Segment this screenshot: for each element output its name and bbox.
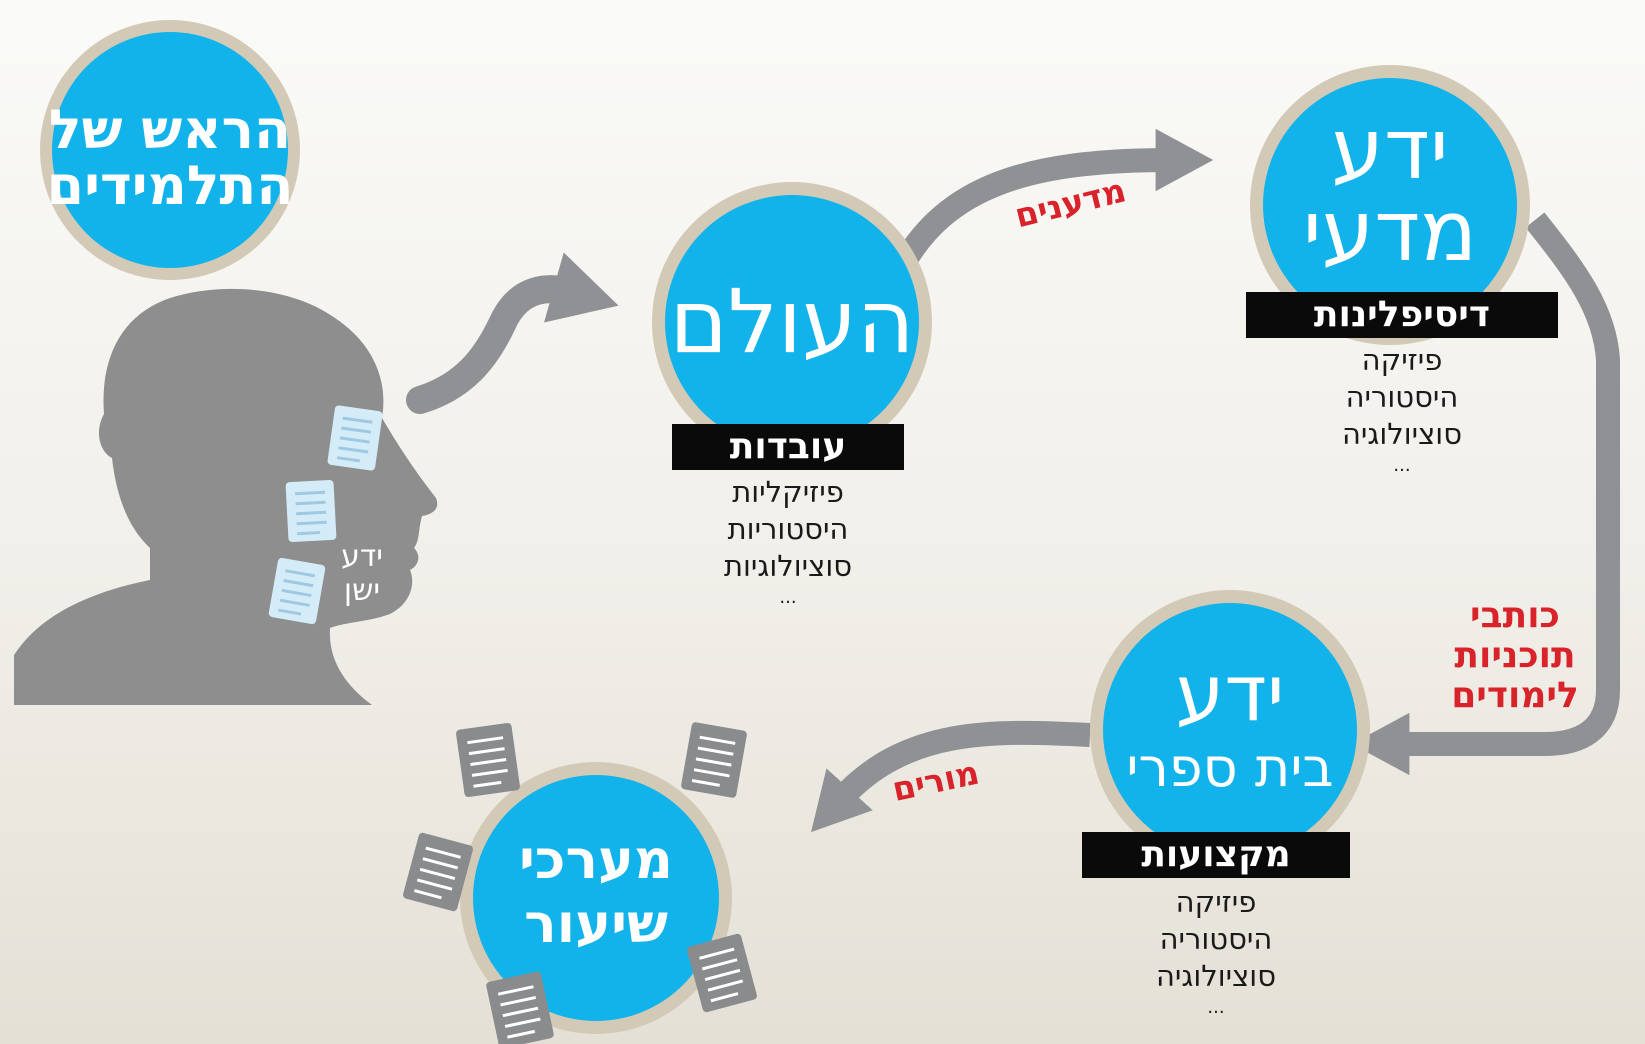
scientific-header: דיסיפלינות <box>1246 292 1558 338</box>
school-item: סוציולוגיה <box>1155 959 1277 993</box>
scientific-item: פיזיקה <box>1361 343 1443 377</box>
scientific-item: ... <box>1393 455 1411 476</box>
school-item: היסטוריה <box>1159 922 1273 956</box>
curriculum-writers-line: תוכניות <box>1454 635 1576 676</box>
note-icon <box>268 557 326 625</box>
school-line2: בית ספרי <box>1126 736 1333 799</box>
head-silhouette-icon <box>14 288 438 705</box>
lesson-line2: שיעור <box>524 892 668 955</box>
arrow-icon <box>406 252 619 414</box>
world-item: סוציולוגיות <box>723 549 853 583</box>
curriculum-writers-line: לימודים <box>1451 675 1579 716</box>
document-icon <box>403 832 473 912</box>
arrow-icon <box>811 720 1091 833</box>
world-item: ... <box>779 587 797 608</box>
world-item: פיזיקליות <box>732 475 844 509</box>
note-icon <box>285 479 337 543</box>
students-head-line1: הראש של <box>49 98 291 161</box>
world-circle: העולם <box>652 182 932 462</box>
scientific-line2: מדעי <box>1303 182 1477 280</box>
students-head-circle: הראש של התלמידים <box>40 20 300 280</box>
school-line1: ידע <box>1176 649 1285 739</box>
students-head-line2: התלמידים <box>47 154 294 217</box>
old-knowledge-line1: ידע <box>341 539 383 574</box>
document-icon <box>681 722 747 798</box>
scientific-knowledge-circle: ידע מדעי <box>1250 65 1530 345</box>
world-item: היסטוריות <box>727 512 849 546</box>
school-item: ... <box>1207 997 1225 1018</box>
document-icon <box>486 971 554 1044</box>
arrow-icon <box>1351 212 1620 776</box>
scientific-item: היסטוריה <box>1345 380 1459 414</box>
curriculum-writers-label: כותבי תוכניות לימודים <box>1420 596 1610 716</box>
school-item: פיזיקה <box>1175 885 1257 919</box>
scientific-item: סוציולוגיה <box>1341 417 1463 451</box>
world-header: עובדות <box>672 424 904 470</box>
arrow-icon <box>889 128 1214 276</box>
school-knowledge-circle: ידע בית ספרי <box>1090 590 1370 870</box>
school-header: מקצועות <box>1082 832 1350 878</box>
scientific-line1: ידע <box>1331 100 1448 198</box>
lesson-plans-circle: מערכי שיעור <box>460 762 732 1034</box>
note-icon <box>327 405 383 471</box>
school-list: פיזיקה היסטוריה סוציולוגיה ... <box>1116 884 1316 1021</box>
document-icon <box>456 722 520 798</box>
lesson-line1: מערכי <box>519 828 673 891</box>
scientific-list: פיזיקה היסטוריה סוציולוגיה ... <box>1302 342 1502 479</box>
document-icon <box>687 933 757 1013</box>
world-title: העולם <box>670 270 915 373</box>
old-knowledge-line2: ישן <box>344 573 380 608</box>
curriculum-writers-line: כותבי <box>1470 595 1560 636</box>
world-list: פיזיקליות היסטוריות סוציולוגיות ... <box>682 474 894 611</box>
